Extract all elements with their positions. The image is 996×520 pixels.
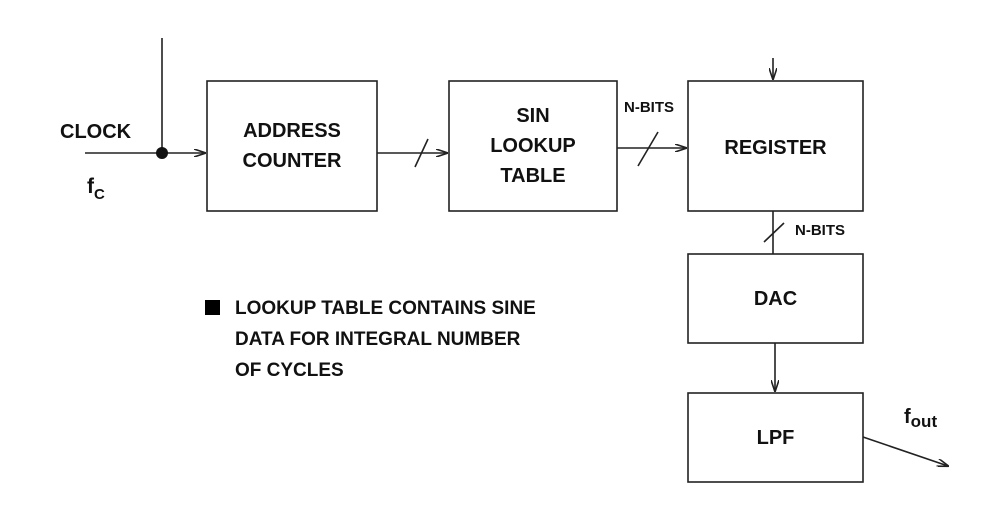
note-line-1: LOOKUP TABLE CONTAINS SINE [235,298,536,319]
note-text: LOOKUP TABLE CONTAINS SINE DATA FOR INTE… [235,293,536,386]
clock-junction-dot [156,147,168,159]
register-to-dac-slash [763,222,785,243]
register-label: REGISTER [688,81,863,209]
sin-lookup-table-line-3: TABLE [500,165,566,187]
register-line-1: REGISTER [724,137,827,159]
clock-frequency-subscript: C [94,186,105,203]
dac-label: DAC [688,254,863,343]
sin-lookup-table-line-1: SIN [516,105,550,127]
output-frequency-label: fout [904,406,937,430]
note-line-2: DATA FOR INTEGRAL NUMBER [235,329,521,350]
address-counter-label: ADDRESS COUNTER [207,81,377,211]
clock-label: CLOCK [60,121,132,143]
output-frequency-subscript: out [910,412,938,431]
note-bullet-icon [205,300,220,315]
clock-frequency-label: fC [87,175,105,202]
clock-frequency-main: f [87,175,94,198]
lpf-line-1: LPF [756,426,795,449]
address-bus-slash [414,138,429,168]
sin-lookup-table-label: SIN LOOKUP TABLE [449,81,617,211]
lpf-block [687,392,864,483]
register-block [687,80,864,212]
sin-lookup-table-block [448,80,618,212]
output-frequency-main: f [904,406,911,428]
nbits-top-label: N-BITS [624,99,674,116]
note-line-3: OF CYCLES [235,360,344,381]
data-bus-slash [637,131,659,167]
sin-lookup-table-line-2: LOOKUP [490,135,576,157]
output-line [862,436,948,466]
address-counter-block [206,80,378,212]
address-counter-line-2: COUNTER [242,150,342,172]
dac-line-1: DAC [753,287,798,310]
dac-block [687,253,864,344]
nbits-right-label: N-BITS [795,222,845,239]
address-counter-line-1: ADDRESS [243,120,341,142]
lpf-label: LPF [688,393,863,482]
